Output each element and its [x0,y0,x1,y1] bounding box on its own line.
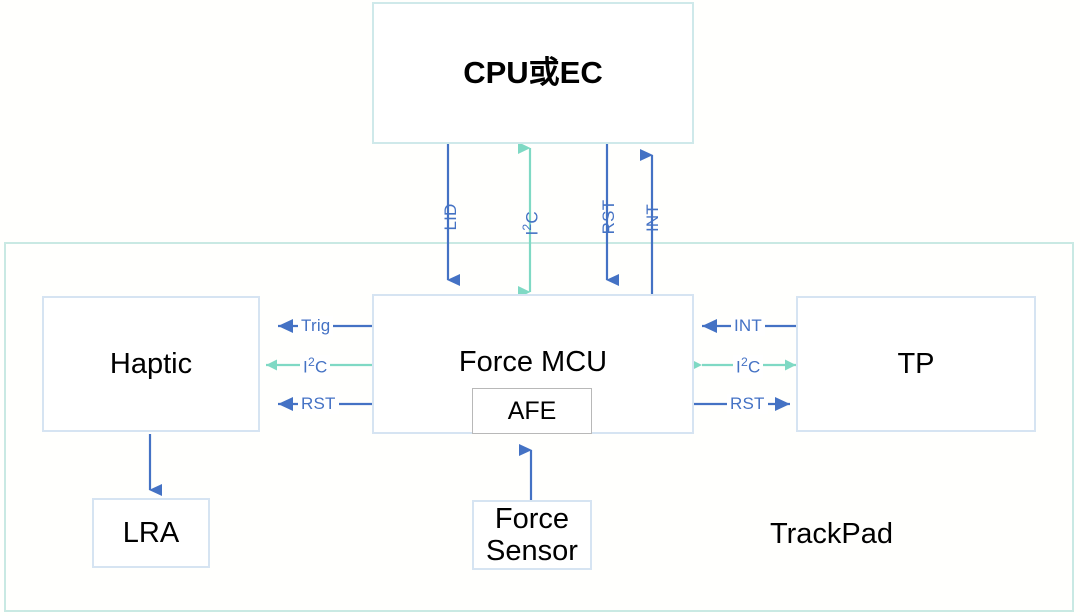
label-i2c-haptic: I2C [300,355,331,378]
label-i2c-tp: I2C [733,355,764,378]
block-afe-label: AFE [507,397,557,425]
block-force-sensor-label-line2: Sensor [486,535,578,567]
block-cpu-label: CPU或EC [463,54,603,90]
block-haptic-label: Haptic [109,347,193,380]
block-lra-label: LRA [122,516,180,549]
label-lid: LID [441,203,460,231]
trackpad-label: TrackPad [770,518,894,550]
block-force-mcu[interactable]: Force MCU [372,294,694,434]
label-rst-haptic: RST [298,394,339,414]
block-force-sensor-label-line1: Force [494,502,570,535]
label-int-cpu: INT [643,204,662,232]
label-rst-cpu: RST [599,199,618,235]
block-force-mcu-label: Force MCU [458,346,608,378]
label-int-tp: INT [731,316,765,336]
block-force-sensor[interactable]: Force Sensor [472,500,592,570]
block-afe[interactable]: AFE [472,388,592,434]
block-cpu[interactable]: CPU或EC [372,2,694,144]
block-tp[interactable]: TP [796,296,1036,432]
label-trig: Trig [298,316,334,336]
block-haptic[interactable]: Haptic [42,296,260,432]
label-i2c-cpu: I2C [519,211,542,236]
block-tp-label: TP [897,347,935,380]
block-lra[interactable]: LRA [92,498,210,568]
trackpad-container [4,242,1074,612]
label-rst-tp: RST [727,394,768,414]
